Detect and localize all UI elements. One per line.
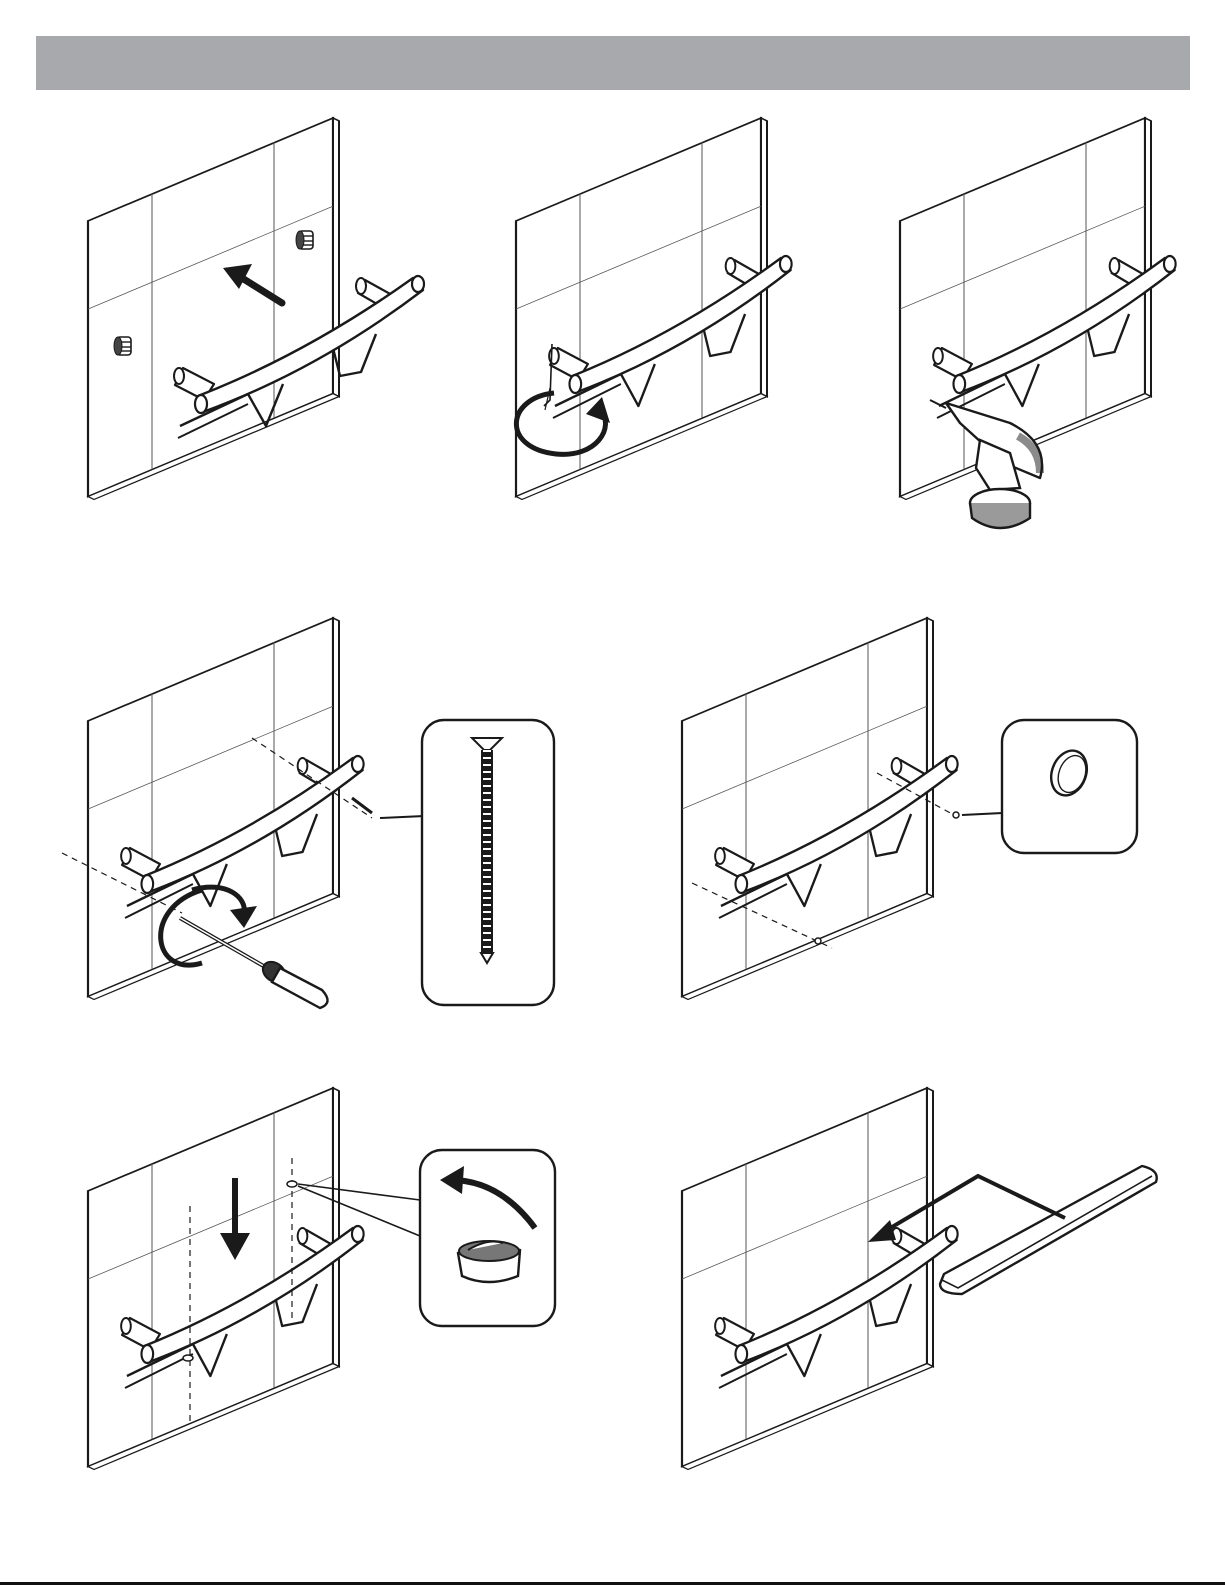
step-3-illustration <box>900 118 1190 538</box>
screw-callout <box>380 720 554 1005</box>
wall-anchor <box>114 337 131 355</box>
wall-anchor <box>296 231 313 249</box>
step-7-illustration <box>682 1088 1162 1468</box>
step-6-illustration <box>88 1088 568 1468</box>
step-4-illustration <box>62 618 562 1008</box>
step-5-illustration <box>682 618 1142 998</box>
step-1-illustration <box>88 118 448 498</box>
step-2-illustration <box>516 118 806 498</box>
wall-panel <box>88 118 339 499</box>
shelf <box>940 1166 1157 1294</box>
screw-cap-callout <box>962 720 1137 853</box>
header-bar <box>36 36 1190 90</box>
